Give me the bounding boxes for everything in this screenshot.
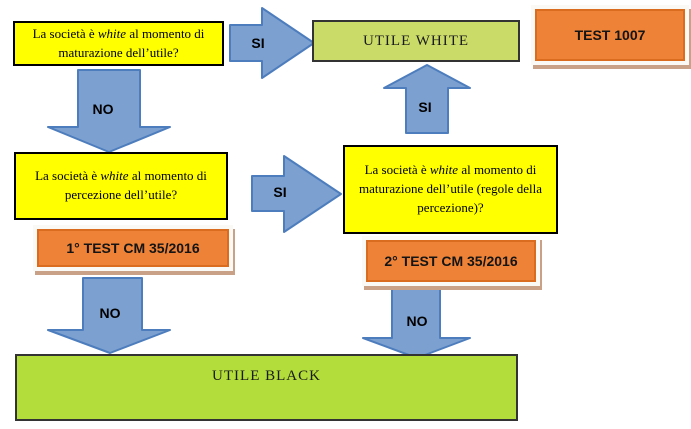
test-box-1007: TEST 1007 [531, 5, 689, 65]
question-box-maturazione-regole-percezione: La società è white al momento di maturaz… [343, 145, 558, 234]
arrow-label-no-bottom-right: NO [406, 313, 428, 329]
arrow-down-no-top-icon [47, 69, 171, 153]
question-text: La società è white al momento di percezi… [35, 168, 207, 202]
arrow-right-si-top-icon [229, 7, 315, 79]
arrow-right-si-middle-icon [251, 155, 342, 233]
test-label: TEST 1007 [535, 9, 685, 61]
question-box-maturazione: La società è white al momento di maturaz… [13, 21, 224, 66]
result-label: UTILE BLACK [212, 368, 321, 384]
result-box-utile-black: UTILE BLACK [15, 354, 518, 421]
test-label: 1° TEST CM 35/2016 [37, 229, 229, 267]
arrow-label-no-bottom-left: NO [99, 305, 121, 321]
result-label: UTILE WHITE [362, 32, 470, 49]
test-label: 2° TEST CM 35/2016 [366, 240, 536, 282]
arrow-label-no-top: NO [92, 101, 114, 117]
arrow-label-si-top: SI [251, 35, 265, 51]
test-box-1-cm-35-2016: 1° TEST CM 35/2016 [33, 225, 233, 271]
test-box-2-cm-35-2016: 2° TEST CM 35/2016 [362, 236, 540, 286]
question-text: La società è white al momento di maturaz… [359, 162, 542, 215]
arrow-down-no-bottom-right-icon [362, 287, 471, 359]
arrow-label-si-up: SI [418, 99, 432, 115]
arrow-down-no-bottom-left-icon [47, 277, 171, 354]
question-text: La società è white al momento di maturaz… [32, 25, 205, 60]
result-box-utile-white: UTILE WHITE [312, 20, 520, 62]
question-box-percezione: La società è white al momento di percezi… [14, 152, 228, 220]
arrow-label-si-middle: SI [273, 184, 287, 200]
arrow-up-si-icon [383, 64, 471, 134]
